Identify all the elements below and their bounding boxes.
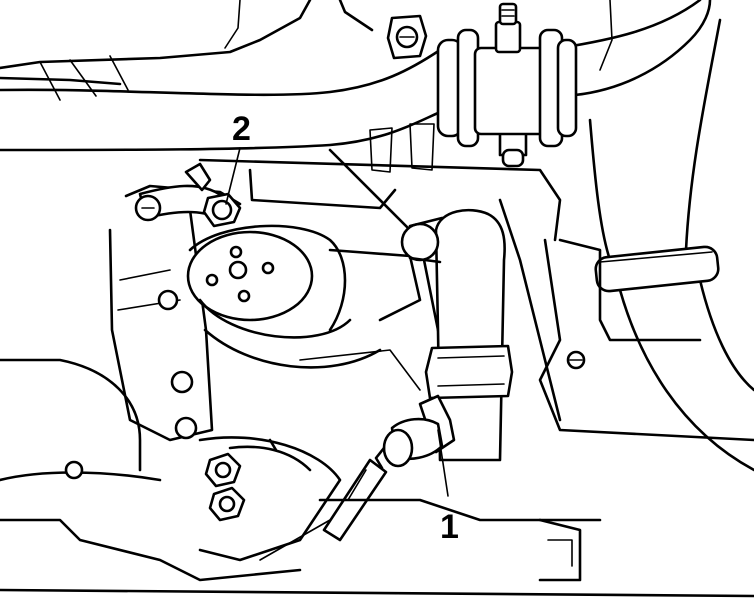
leader-2	[225, 147, 241, 205]
right-bracket	[538, 238, 754, 582]
upper-frame	[0, 0, 613, 101]
top-hose-clamp	[436, 2, 578, 168]
callout-1: 1	[440, 508, 459, 546]
callout-2: 2	[232, 110, 251, 148]
sensor	[322, 394, 456, 542]
upper-hose	[0, 0, 712, 152]
leader-lines	[225, 147, 449, 497]
bolt-2	[202, 192, 242, 228]
vertical-pipe	[400, 208, 514, 462]
right-hose	[588, 18, 754, 472]
leader-1	[437, 429, 449, 497]
pulley-hub	[186, 224, 422, 391]
top-bolt	[386, 14, 428, 60]
lower-mount	[0, 358, 754, 598]
